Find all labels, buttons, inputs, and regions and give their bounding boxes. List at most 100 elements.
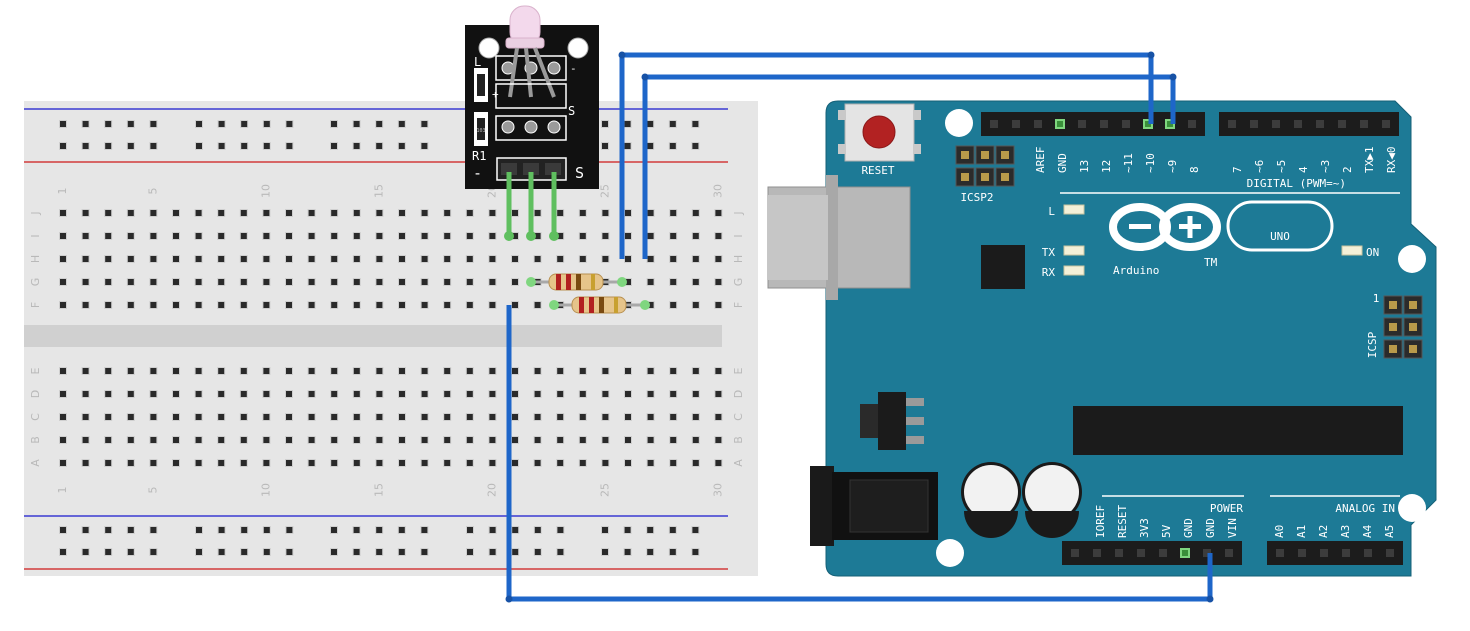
- breadboard-hole[interactable]: [375, 301, 384, 309]
- breadboard-hole[interactable]: [59, 367, 67, 375]
- breadboard-hole[interactable]: [669, 278, 678, 286]
- rail-hole[interactable]: [126, 120, 135, 128]
- breadboard-hole[interactable]: [714, 390, 723, 398]
- breadboard-hole[interactable]: [59, 301, 67, 309]
- rail-hole[interactable]: [601, 526, 609, 534]
- digital-pin[interactable]: [1316, 120, 1324, 128]
- breadboard-hole[interactable]: [624, 255, 632, 263]
- breadboard-hole[interactable]: [239, 413, 248, 421]
- breadboard-hole[interactable]: [262, 459, 271, 467]
- breadboard-hole[interactable]: [285, 232, 293, 240]
- rail-hole[interactable]: [668, 142, 677, 150]
- breadboard-hole[interactable]: [465, 255, 474, 263]
- breadboard-hole[interactable]: [601, 367, 610, 375]
- breadboard-hole[interactable]: [691, 367, 700, 375]
- rail-hole[interactable]: [149, 142, 158, 150]
- power-pin[interactable]: [1203, 549, 1211, 557]
- rail-hole[interactable]: [533, 548, 542, 556]
- breadboard-hole[interactable]: [398, 367, 406, 375]
- breadboard-hole[interactable]: [239, 367, 248, 375]
- rail-hole[interactable]: [217, 548, 226, 556]
- breadboard-hole[interactable]: [104, 436, 113, 444]
- breadboard-hole[interactable]: [104, 367, 113, 375]
- breadboard-hole[interactable]: [556, 413, 565, 421]
- breadboard-hole[interactable]: [285, 459, 293, 467]
- rail-hole[interactable]: [262, 526, 271, 534]
- breadboard-hole[interactable]: [375, 390, 384, 398]
- breadboard-hole[interactable]: [488, 367, 497, 375]
- breadboard-hole[interactable]: [646, 413, 655, 421]
- breadboard-hole[interactable]: [488, 255, 497, 263]
- icsp-pin[interactable]: [1409, 323, 1417, 331]
- breadboard-hole[interactable]: [375, 413, 384, 421]
- rail-hole[interactable]: [330, 120, 338, 128]
- breadboard-hole[interactable]: [375, 232, 384, 240]
- rail-hole[interactable]: [375, 526, 384, 534]
- rail-hole[interactable]: [466, 548, 474, 556]
- breadboard-hole[interactable]: [420, 413, 429, 421]
- breadboard-hole[interactable]: [172, 301, 180, 309]
- breadboard-hole[interactable]: [285, 209, 293, 217]
- rail-hole[interactable]: [59, 142, 67, 150]
- breadboard-hole[interactable]: [104, 459, 113, 467]
- breadboard-hole[interactable]: [194, 390, 203, 398]
- breadboard-hole[interactable]: [194, 232, 203, 240]
- breadboard-hole[interactable]: [578, 436, 587, 444]
- breadboard-hole[interactable]: [81, 413, 90, 421]
- breadboard-hole[interactable]: [511, 209, 519, 217]
- rail-hole[interactable]: [126, 142, 135, 150]
- digital-pin[interactable]: [1228, 120, 1236, 128]
- analog-pin[interactable]: [1320, 549, 1328, 557]
- breadboard-hole[interactable]: [262, 413, 271, 421]
- digital-pin[interactable]: [1012, 120, 1020, 128]
- breadboard-hole[interactable]: [691, 436, 700, 444]
- breadboard-hole[interactable]: [488, 459, 497, 467]
- rail-hole[interactable]: [330, 548, 338, 556]
- breadboard-hole[interactable]: [330, 367, 339, 375]
- breadboard-hole[interactable]: [330, 232, 339, 240]
- breadboard-hole[interactable]: [511, 413, 519, 421]
- digital-pin[interactable]: [1250, 120, 1258, 128]
- breadboard-hole[interactable]: [104, 209, 113, 217]
- digital-pin[interactable]: [1338, 120, 1346, 128]
- breadboard-hole[interactable]: [398, 255, 406, 263]
- breadboard-hole[interactable]: [578, 209, 587, 217]
- breadboard-hole[interactable]: [443, 390, 452, 398]
- breadboard-hole[interactable]: [533, 367, 542, 375]
- breadboard-hole[interactable]: [443, 232, 452, 240]
- breadboard-hole[interactable]: [217, 367, 226, 375]
- breadboard-hole[interactable]: [262, 209, 271, 217]
- rail-hole[interactable]: [556, 526, 565, 534]
- breadboard-hole[interactable]: [511, 436, 519, 444]
- rail-hole[interactable]: [623, 548, 632, 556]
- breadboard-hole[interactable]: [691, 390, 700, 398]
- breadboard-hole[interactable]: [375, 459, 384, 467]
- breadboard-hole[interactable]: [330, 459, 339, 467]
- breadboard-hole[interactable]: [149, 209, 158, 217]
- breadboard-hole[interactable]: [104, 301, 113, 309]
- breadboard-hole[interactable]: [126, 436, 135, 444]
- breadboard-hole[interactable]: [511, 390, 519, 398]
- breadboard-hole[interactable]: [714, 459, 723, 467]
- rail-hole[interactable]: [511, 526, 520, 534]
- breadboard-hole[interactable]: [420, 209, 429, 217]
- rail-hole[interactable]: [352, 142, 361, 150]
- rail-hole[interactable]: [262, 548, 271, 556]
- breadboard-hole[interactable]: [488, 278, 497, 286]
- breadboard-hole[interactable]: [262, 232, 271, 240]
- breadboard-hole[interactable]: [262, 301, 271, 309]
- breadboard-hole[interactable]: [465, 278, 474, 286]
- breadboard-hole[interactable]: [307, 232, 316, 240]
- breadboard-hole[interactable]: [601, 390, 610, 398]
- breadboard-hole[interactable]: [217, 232, 226, 240]
- breadboard-hole[interactable]: [533, 255, 542, 263]
- digital-pin[interactable]: [1078, 120, 1086, 128]
- breadboard-hole[interactable]: [194, 209, 203, 217]
- breadboard-hole[interactable]: [330, 301, 339, 309]
- breadboard-hole[interactable]: [239, 255, 248, 263]
- breadboard-hole[interactable]: [443, 278, 452, 286]
- breadboard-hole[interactable]: [420, 436, 429, 444]
- breadboard-hole[interactable]: [285, 367, 293, 375]
- breadboard-hole[interactable]: [81, 232, 90, 240]
- breadboard-hole[interactable]: [420, 459, 429, 467]
